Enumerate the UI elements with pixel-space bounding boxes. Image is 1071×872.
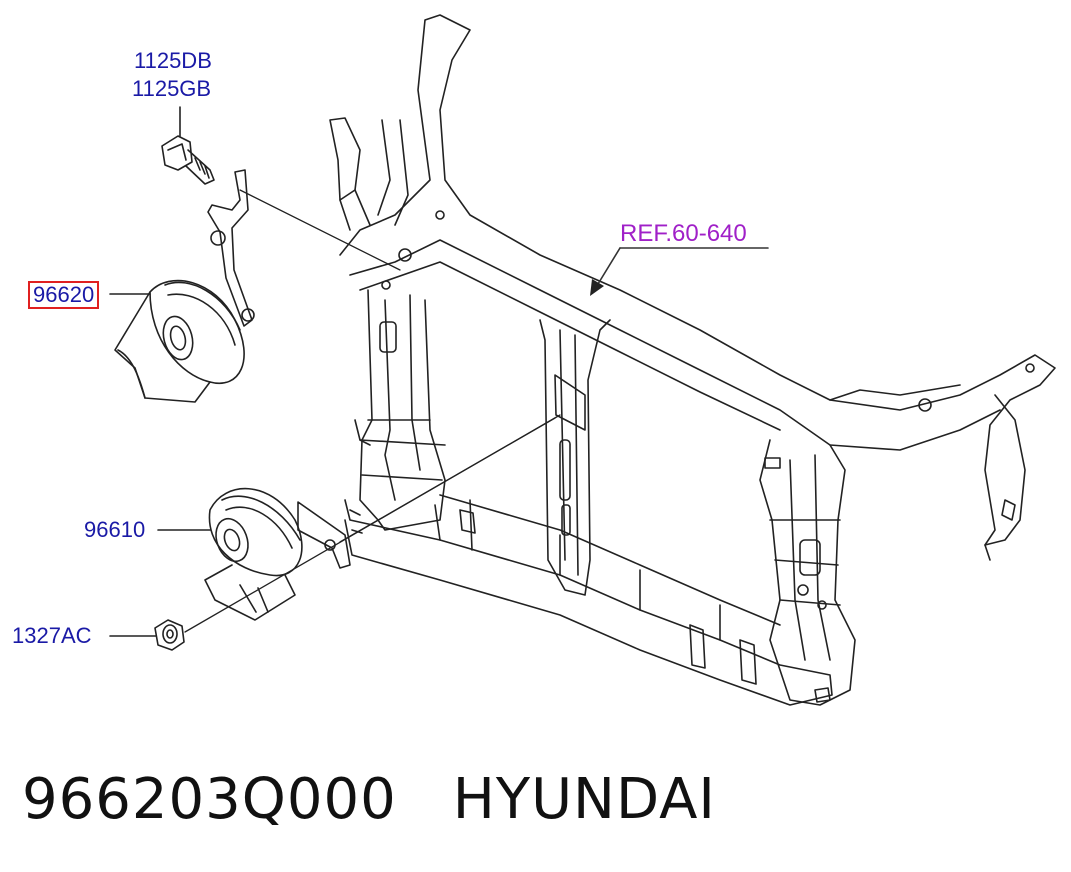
part-number: 966203Q000 bbox=[22, 767, 397, 832]
part-caption: 966203Q000 HYUNDAI bbox=[22, 760, 716, 840]
callout-ref-60-640: REF.60-640 bbox=[620, 220, 747, 247]
nut bbox=[154, 619, 185, 651]
horn-96610 bbox=[204, 487, 351, 621]
bolt bbox=[161, 135, 215, 185]
callout-96610: 96610 bbox=[84, 517, 146, 542]
brand-name: HYUNDAI bbox=[452, 767, 716, 832]
callout-1327ac: 1327AC bbox=[12, 623, 92, 648]
horn-96620 bbox=[114, 169, 255, 403]
callout-1125gb: 1125GB bbox=[132, 76, 212, 101]
radiator-support-panel bbox=[329, 14, 1056, 706]
ref-arrowhead bbox=[590, 279, 604, 296]
callout-96620-highlighted: 96620 bbox=[28, 281, 100, 309]
callout-1125db: 1125DB bbox=[134, 48, 212, 73]
ref-leader bbox=[597, 247, 769, 285]
assembly-lines bbox=[184, 189, 561, 633]
